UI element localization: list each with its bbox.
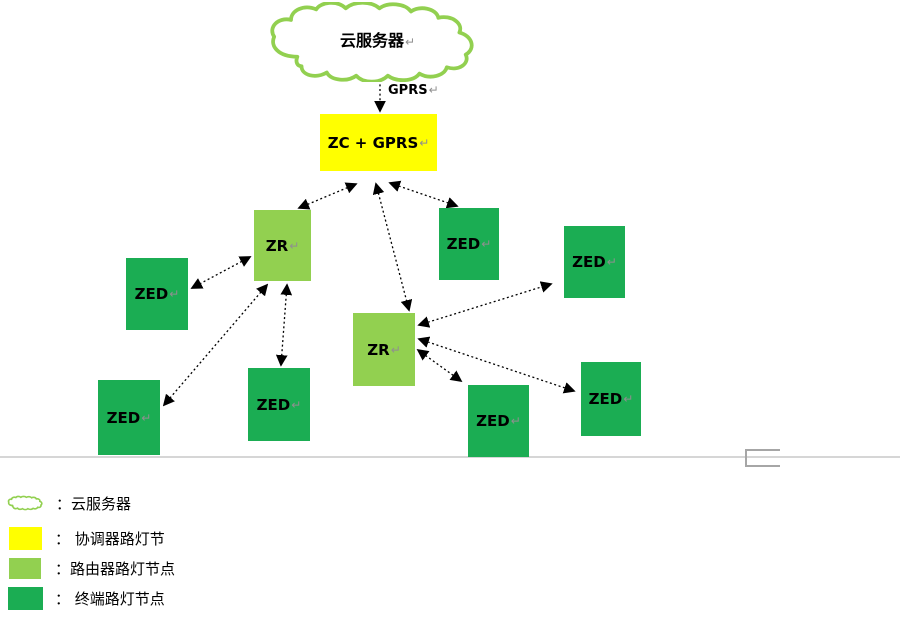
arrow-zc-zed-top [388,180,459,209]
gprs-link-label: GPRS↵ [388,83,439,98]
node-end-device-bottom-center: ZED↵ [468,385,529,457]
node-end-device-top: ZED↵ [439,208,499,280]
arrow-zc-zr2 [372,182,413,312]
node-end-device-bottom-left: ZED↵ [98,380,160,455]
arrow-zr1-zed-left [190,256,252,289]
node-end-device-bottom-mid: ZED↵ [248,368,310,441]
return-mark: ↵ [428,83,439,97]
arrow-zc-zr1 [297,182,358,210]
arrow-zr2-zed-bottom-right [417,336,576,394]
return-mark: ↵ [419,135,430,150]
legend-label-end-device: ： 终端路灯节点 [55,590,165,608]
return-mark: ↵ [390,342,401,357]
node-router-1: ZR↵ [254,210,311,281]
router-swatch [9,558,41,579]
legend-item-router: ：路由器路灯节点 [9,558,175,579]
legend-label-cloud-server: ：云服务器 [56,494,132,513]
legend-item-cloud-server: ：云服务器 [6,491,131,515]
coordinator-swatch [9,527,42,550]
arrow-zr1-zed-bottom-mid [275,283,293,367]
cloud-server-label: 云服务器↵ [339,31,416,50]
margin-bracket-mark [745,449,780,467]
legend-label-coordinator: ： 协调器路灯节 [55,530,165,548]
legend-item-end-device: ： 终端路灯节点 [8,587,165,610]
return-mark: ↵ [404,35,416,49]
node-router-2: ZR↵ [353,313,415,386]
return-mark: ↵ [141,410,152,425]
return-mark: ↵ [169,287,180,301]
node-coordinator-zc-gprs: ZC + GPRS↵ [320,114,437,171]
return-mark: ↵ [606,255,617,269]
arrow-zr1-zed-bottom-left [162,283,269,407]
legend-item-coordinator: ： 协调器路灯节 [9,527,165,550]
node-end-device-right: ZED↵ [564,226,625,298]
return-mark: ↵ [510,414,521,428]
cloud-icon [7,495,43,511]
return-mark: ↵ [481,237,492,251]
end-device-swatch [8,587,43,610]
arrow-zr2-zed-right [417,281,553,328]
return-mark: ↵ [291,397,302,412]
return-mark: ↵ [623,392,634,406]
horizontal-divider [0,456,900,458]
node-end-device-bottom-right: ZED↵ [581,362,641,436]
legend-label-router: ：路由器路灯节点 [55,560,176,578]
node-end-device-left: ZED↵ [126,258,188,330]
arrow-zr2-zed-bottom-center [416,348,463,383]
return-mark: ↵ [289,238,300,253]
